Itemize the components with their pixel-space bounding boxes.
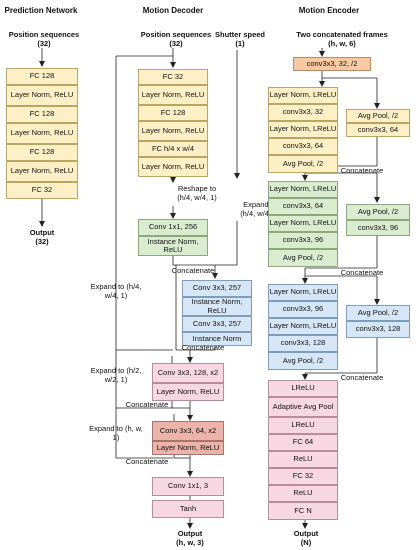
- decoder-mlp-layer-1: Layer Norm, ReLU: [138, 85, 208, 105]
- encoder-first-conv: conv3x3, 32, /2: [293, 57, 371, 71]
- prediction-layer-0: FC 128: [6, 68, 78, 85]
- encoder-s3-side-1: conv3x3, 128: [346, 321, 410, 338]
- prediction-layer-5: Layer Norm, ReLU: [6, 161, 78, 182]
- prediction-layer-3: Layer Norm, ReLU: [6, 123, 78, 144]
- encoder-head-layer-7: FC N: [268, 502, 338, 520]
- encoder-s2-layer-2: Layer Norm, LReLU: [268, 215, 338, 232]
- decoder-reshape-label: Reshape to (h/4, w/4, 1): [177, 184, 217, 202]
- encoder-head-layer-4: ReLU: [268, 451, 338, 468]
- decoder-mlp-layer-2: FC 128: [138, 105, 208, 121]
- decoder-mlp-layer-5: Layer Norm, ReLU: [138, 157, 208, 177]
- decoder-mlp-layer-0: FC 32: [138, 69, 208, 85]
- encoder-s2-layer-0: Layer Norm, LReLU: [268, 181, 338, 198]
- decoder-concat-2: Concatenate: [181, 343, 225, 352]
- decoder-red-layer-norm: Layer Norm, ReLU: [152, 441, 224, 455]
- encoder-s1-layer-3: conv3x3, 64: [268, 138, 338, 155]
- encoder-input-label: Two concatenated frames: [296, 30, 388, 39]
- decoder-tanh: Tanh: [152, 500, 224, 518]
- encoder-concat-3: Concatenate: [340, 373, 384, 382]
- prediction-layer-2: FC 128: [6, 106, 78, 123]
- encoder-s3-layer-4: Avg Pool, /2: [268, 352, 338, 370]
- prediction-layer-4: FC 128: [6, 144, 78, 161]
- decoder-expand-pos-2: Expand to (h/2, w/2, 1): [90, 366, 142, 384]
- encoder-s1-layer-4: Avg Pool, /2: [268, 155, 338, 173]
- encoder-s2-layer-4: Avg Pool, /2: [268, 249, 338, 267]
- prediction-input-dim: (32): [37, 39, 51, 48]
- decoder-expand-shutter-label: Expand to (h/4, w/4, 1): [240, 200, 280, 218]
- encoder-head-layer-3: FC 64: [268, 434, 338, 451]
- decoder-blue-layer-0: Conv 3x3, 257: [182, 280, 252, 297]
- encoder-input-dim: (h, w, 6): [328, 39, 356, 48]
- decoder-output-label: Output: [177, 529, 203, 538]
- prediction-output-label: Output: [29, 228, 55, 237]
- encoder-concat-1: Concatenate: [340, 166, 384, 175]
- decoder-concat-1: Concatenate: [171, 266, 215, 275]
- encoder-s2-layer-1: conv3x3, 64: [268, 198, 338, 215]
- encoder-head-layer-2: LReLU: [268, 417, 338, 434]
- prediction-layer-6: FC 32: [6, 182, 78, 199]
- motion-encoder-header: Motion Encoder: [298, 6, 360, 15]
- encoder-s3-layer-2: Layer Norm, LReLU: [268, 318, 338, 335]
- decoder-shutter-input-dim: (1): [235, 39, 245, 48]
- encoder-concat-2: Concatenate: [340, 268, 384, 277]
- decoder-blue-layer-1: Instance Norm, ReLU: [182, 297, 252, 316]
- decoder-mlp-layer-4: FC h/4 x w/4: [138, 141, 208, 157]
- encoder-head-layer-6: ReLU: [268, 485, 338, 502]
- decoder-conv3x3-64: Conv 3x3, 64, x2: [152, 421, 224, 441]
- motion-decoder-header: Motion Decoder: [142, 6, 204, 15]
- decoder-conv3x3-128: Conv 3x3, 128, x2: [152, 363, 224, 383]
- encoder-head-layer-5: FC 32: [268, 468, 338, 485]
- encoder-s1-side-1: conv3x3, 64: [346, 123, 410, 137]
- decoder-concat-4: Concatenate: [125, 457, 169, 466]
- encoder-s1-layer-1: conv3x3, 32: [268, 104, 338, 121]
- encoder-s1-layer-0: Layer Norm, LReLU: [268, 87, 338, 104]
- encoder-s2-side-1: conv3x3, 96: [346, 220, 410, 236]
- decoder-conv1x1-256: Conv 1x1, 256: [138, 219, 208, 236]
- encoder-head-layer-0: LReLU: [268, 380, 338, 397]
- prediction-network-header: Prediction Network: [4, 6, 78, 15]
- prediction-layer-1: Layer Norm, ReLU: [6, 85, 78, 106]
- encoder-s3-layer-0: Layer Norm, LReLU: [268, 284, 338, 301]
- decoder-shutter-input-label: Shutter speed: [214, 30, 265, 39]
- decoder-blue-layer-3: Instance Norm: [182, 332, 252, 346]
- encoder-output-label: Output: [293, 529, 319, 538]
- prediction-output-dim: (32): [35, 237, 49, 246]
- decoder-output-dim: (h, w, 3): [176, 538, 204, 547]
- encoder-s2-layer-3: conv3x3, 96: [268, 232, 338, 249]
- encoder-output-dim: (N): [300, 538, 312, 547]
- decoder-blue-layer-2: Conv 3x3, 257: [182, 316, 252, 332]
- decoder-instance-norm-relu: Instance Norm, ReLU: [138, 236, 208, 256]
- decoder-concat-3: Concatenate: [125, 400, 169, 409]
- encoder-s3-layer-3: conv3x3, 128: [268, 335, 338, 352]
- decoder-conv1x1-3: Conv 1x1, 3: [152, 477, 224, 496]
- decoder-expand-pos-1: Expand to (h/4, w/4, 1): [90, 282, 142, 300]
- encoder-s1-layer-2: Layer Norm, LReLU: [268, 121, 338, 138]
- encoder-s3-layer-1: conv3x3, 96: [268, 301, 338, 318]
- decoder-position-input-dim: (32): [169, 39, 183, 48]
- encoder-s3-side-0: Avg Pool, /2: [346, 305, 410, 321]
- decoder-expand-pos-3: Expand to (h, w, 1): [89, 424, 143, 442]
- encoder-head-layer-1: Adaptive Avg Pool: [268, 397, 338, 417]
- decoder-position-input-label: Position sequences: [140, 30, 212, 39]
- encoder-s2-side-0: Avg Pool, /2: [346, 204, 410, 220]
- prediction-input-label: Position sequences: [8, 30, 80, 39]
- decoder-pink-layer-norm: Layer Norm, ReLU: [152, 383, 224, 401]
- encoder-s1-side-0: Avg Pool, /2: [346, 109, 410, 123]
- decoder-mlp-layer-3: Layer Norm, ReLU: [138, 121, 208, 141]
